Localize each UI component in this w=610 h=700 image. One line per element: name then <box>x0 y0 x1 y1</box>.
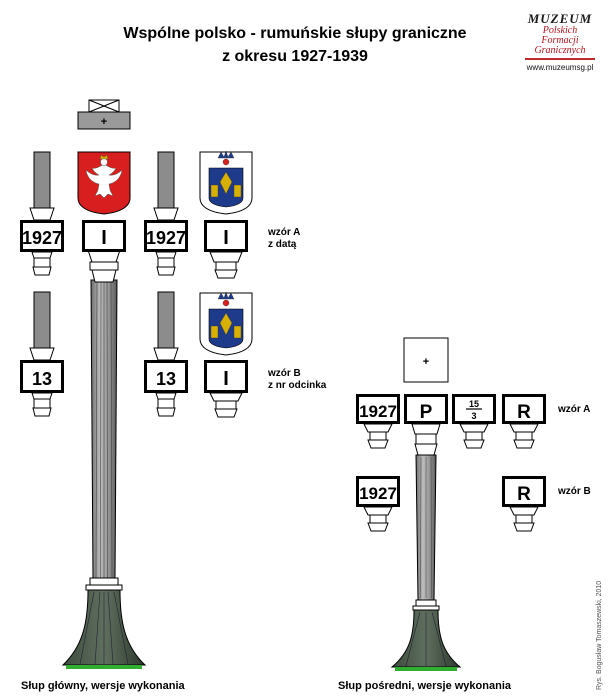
romanian-coat-shield-b <box>199 291 253 356</box>
inter-plate-b-1: 1927 <box>359 484 397 503</box>
main-plates-variant-a <box>20 220 248 252</box>
main-post-base <box>61 589 147 669</box>
title-line-2: z okresu 1927-1939 <box>222 48 368 65</box>
plate-b-3: I <box>223 368 229 390</box>
intermediate-post-caption: Słup pośredni, wersje wykonania <box>338 680 511 692</box>
intermediate-plates-variant-a <box>356 394 546 424</box>
polish-eagle-shield <box>77 151 131 215</box>
intermediate-post-ground <box>395 667 457 671</box>
plate-b-2: 13 <box>156 369 176 389</box>
intermediate-variant-a-label: wzór A <box>558 404 591 415</box>
main-variant-b-label: wzór B z nr odcinka <box>268 368 326 392</box>
inter-plate-a-3: R <box>517 402 531 423</box>
main-post-caption: Słup główny, wersje wykonania <box>21 680 185 692</box>
main-plates-variant-b <box>20 360 248 393</box>
side-post-mid-a <box>153 151 179 276</box>
intermediate-side-collars <box>363 423 539 532</box>
main-variant-a-name: wzór A <box>268 227 301 238</box>
inter-plate-a-2: P <box>420 402 433 423</box>
diagram-title: Wspólne polsko - rumuńskie słupy granicz… <box>95 22 495 68</box>
plate-b-1: 13 <box>32 369 52 389</box>
main-variant-a-desc: z datą <box>268 239 297 250</box>
inter-plate-fraction-bottom: 3 <box>471 411 476 421</box>
logo-line-3: Formacji <box>541 35 579 46</box>
logo-line-2: Polskich <box>542 25 578 36</box>
romanian-shield-collars <box>209 251 243 418</box>
museum-logo: MUZEUM Polskich Formacji Granicznych www… <box>517 12 603 74</box>
intermediate-variant-b-label: wzór B <box>558 486 591 497</box>
intermediate-cross-box <box>403 337 449 383</box>
main-variant-a-label: wzór A z datą <box>268 227 300 251</box>
inter-plate-b-2: R <box>517 484 531 505</box>
plate-a-3: 1927 <box>146 228 186 248</box>
inter-plate-fraction-top: 15 <box>469 399 479 409</box>
logo-line-4: Granicznych <box>534 45 586 56</box>
plate-a-2: I <box>101 227 107 249</box>
intermediate-post-shaft <box>411 423 441 611</box>
main-post-cross-symbol: + <box>101 116 107 128</box>
main-variant-b-name: wzór B <box>268 368 301 379</box>
logo-line-1: MUZEUM <box>527 11 593 26</box>
title-line-1: Wspólne polsko - rumuńskie słupy granicz… <box>123 25 467 42</box>
intermediate-post-base <box>390 609 462 671</box>
main-variant-b-desc: z nr odcinka <box>268 380 327 391</box>
side-post-mid-b <box>153 291 179 417</box>
main-post-cross-cap <box>77 99 131 130</box>
side-post-left-b <box>29 291 55 417</box>
logo-underline <box>525 58 595 60</box>
side-post-left-a <box>29 151 55 276</box>
intermediate-plates-variant-b <box>356 476 546 507</box>
logo-url: www.muzeumsg.pl <box>526 63 594 72</box>
plate-a-1: 1927 <box>22 228 62 248</box>
plate-a-4: I <box>223 227 229 249</box>
author-credit: Rys. Bogusław Tomaszewski, 2010 <box>596 580 603 690</box>
main-post-ground <box>66 665 142 669</box>
romanian-coat-shield-a <box>199 150 253 215</box>
intermediate-cross-symbol: + <box>423 356 429 368</box>
main-post-shaft <box>85 249 123 591</box>
inter-plate-a-1: 1927 <box>359 402 397 421</box>
